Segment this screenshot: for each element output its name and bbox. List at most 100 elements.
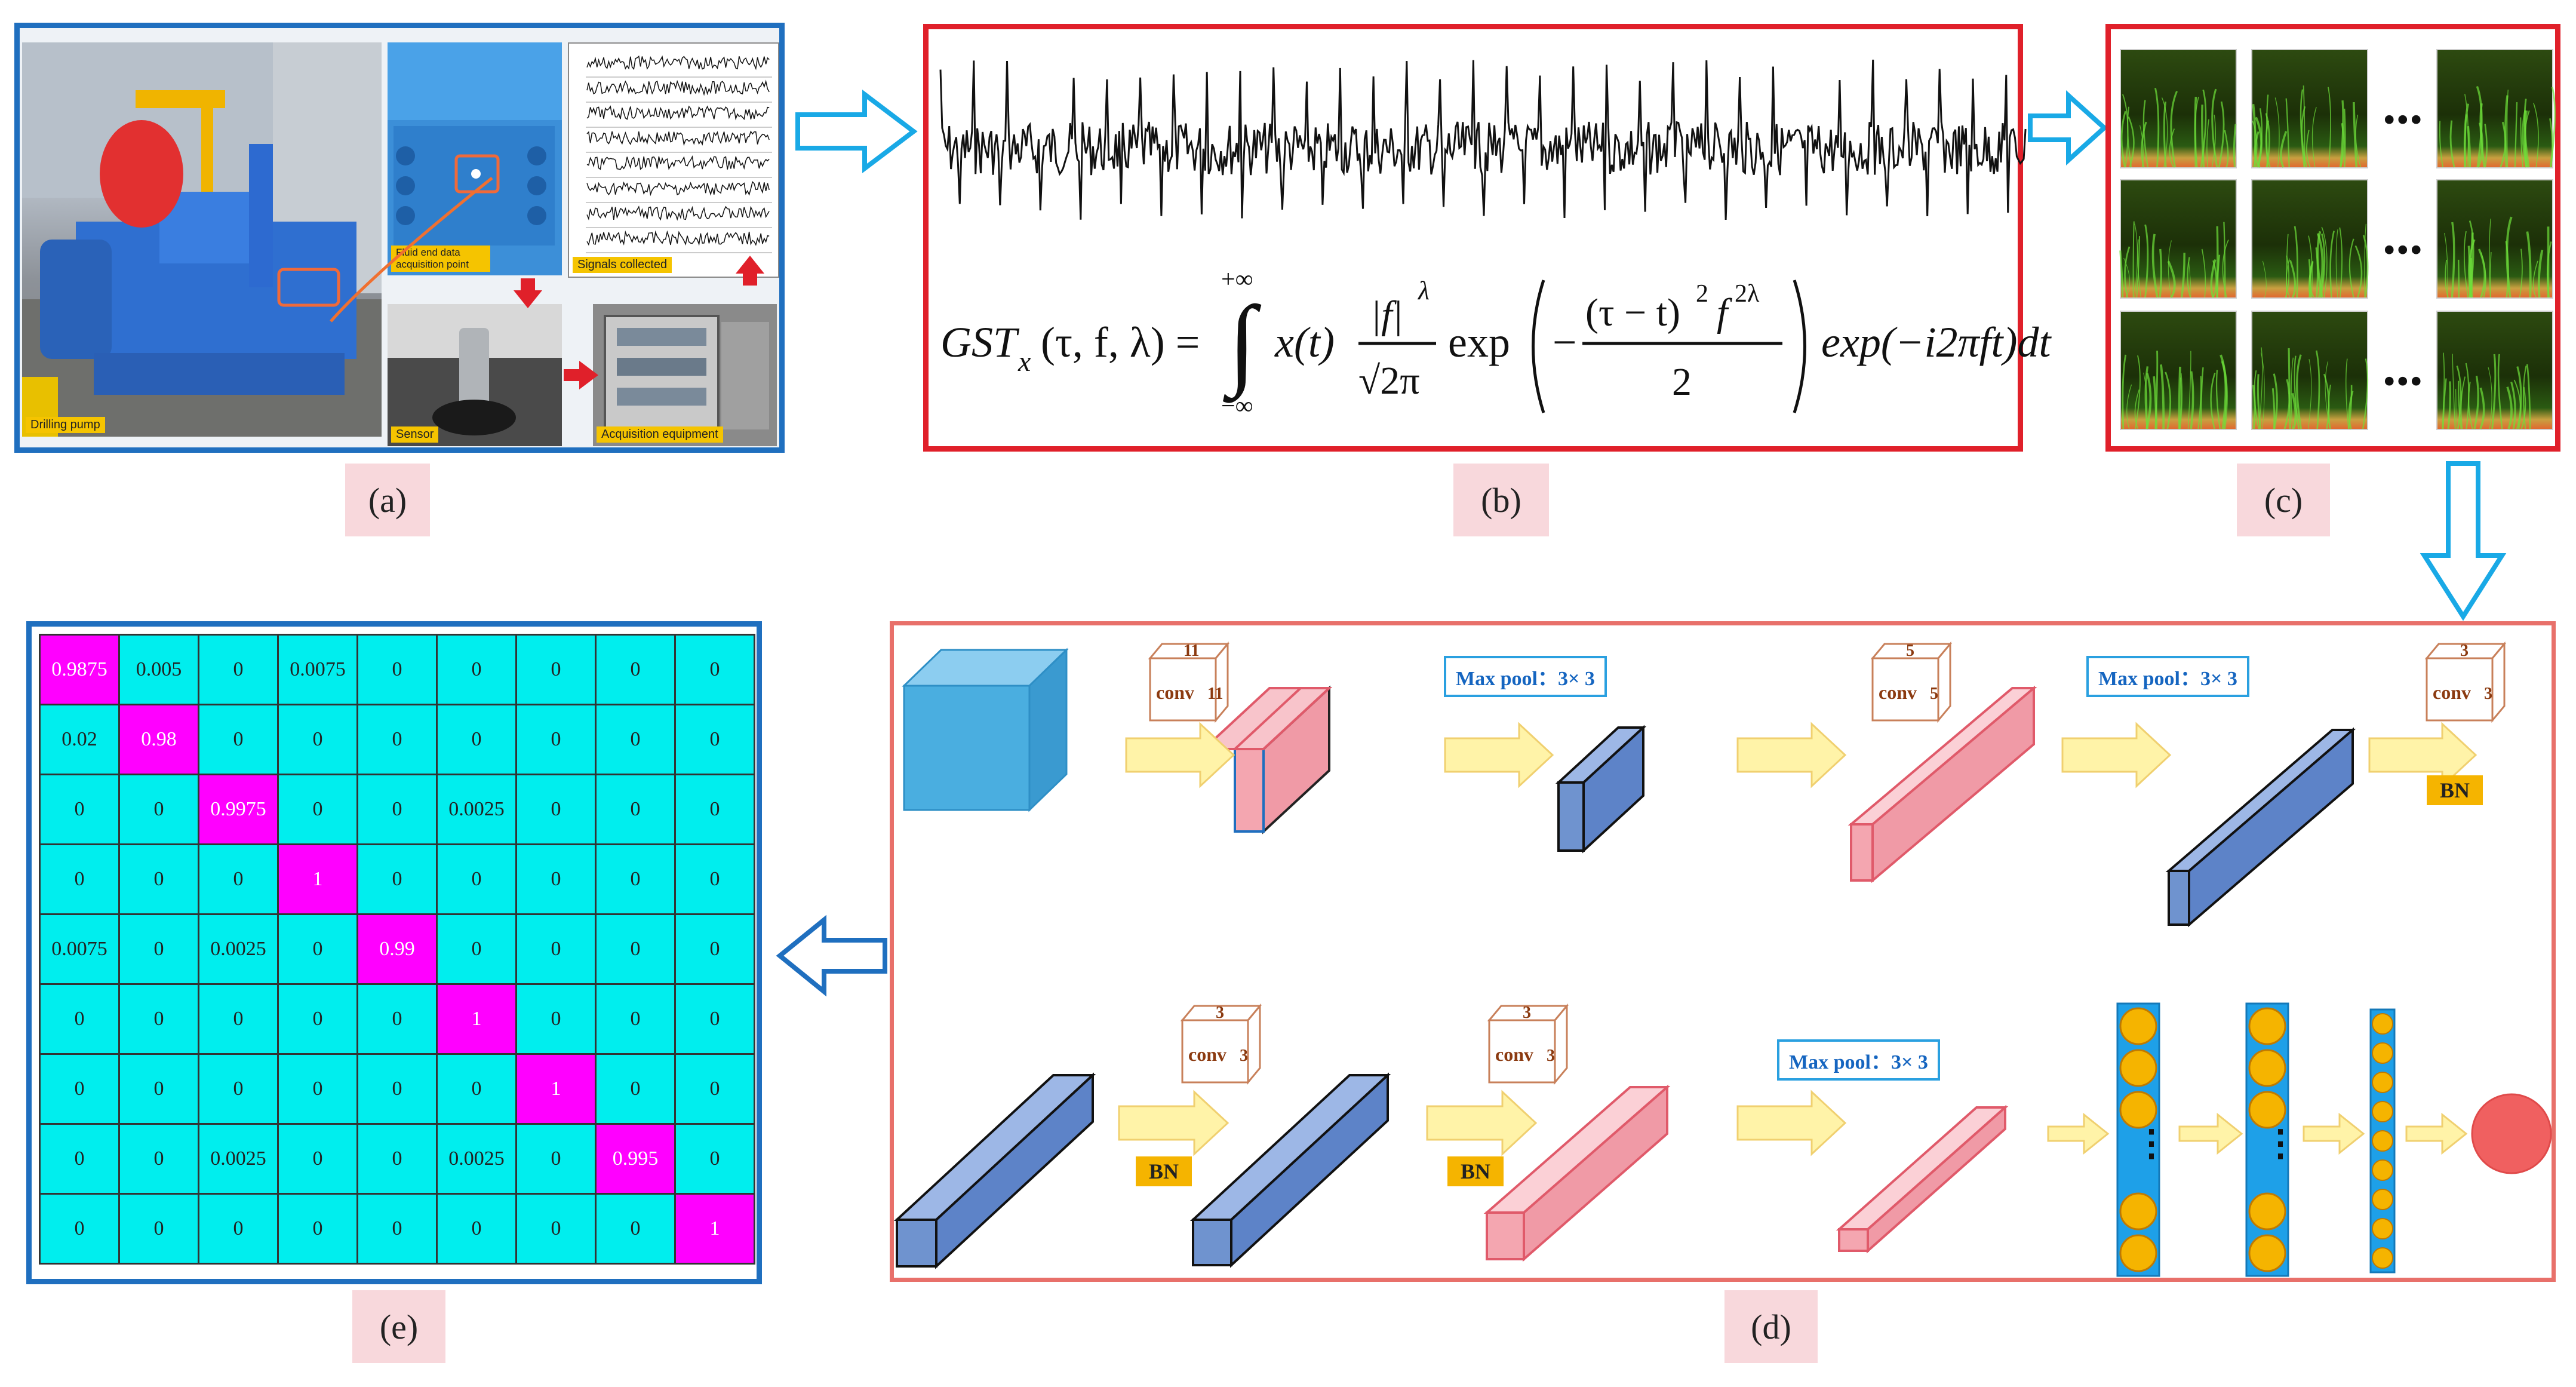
spectral-streak [2307,359,2312,429]
matrix-cell: 0 [39,1193,120,1265]
spectral-streak [2514,102,2518,168]
channel-trace [586,155,770,170]
integral-sign: ∫ [1222,286,1262,403]
arrow-d-to-e [776,915,887,997]
spectral-streak [2262,260,2267,298]
spectrogram-texture [2262,223,2369,298]
matrix-cell-diagonal: 0.995 [595,1123,676,1195]
flow-arrow [2061,722,2172,788]
channel-trace [586,130,770,146]
spectral-streak [2223,222,2226,298]
matrix-cell: 0 [595,704,676,775]
matrix-cell: 0 [39,1123,120,1195]
spectrogram-ellipsis: ... [2383,76,2423,135]
flow-arrow [1426,1090,1538,1156]
conv-text: conv [1879,682,1917,703]
drilling-pump-illustration [22,42,382,437]
spectral-streak [2328,87,2331,168]
spectral-streak [2201,105,2205,168]
maxpool-label-3: Max pool：3× 3 [1777,1039,1940,1081]
spectral-streak [2144,224,2149,298]
spectral-streak [2134,223,2138,298]
spectral-streak [2136,236,2140,298]
spectrogram-thumbnail [2251,311,2369,430]
spectral-streak [2233,124,2237,168]
spectral-streak [2315,350,2320,429]
spectral-streak [2500,121,2507,168]
spectral-streak [2442,378,2447,429]
fc-neuron [2248,1091,2286,1129]
fc-neuron [2372,1130,2393,1152]
matrix-cell: 0 [595,843,676,915]
matrix-cell: 0 [515,1193,597,1265]
matrix-cell: 0 [674,1123,755,1195]
spectral-streak [2170,91,2178,168]
spectrogram-texture [2252,347,2369,429]
fc-neuron [2248,1192,2286,1230]
spectral-streak [2520,117,2523,168]
spectral-streak [2285,98,2290,168]
flow-arrow [1444,722,1554,788]
spectral-streak [2449,120,2455,168]
kernel-size-top: 3 [1523,1004,1531,1022]
spectral-streak [2212,260,2217,298]
spectral-streak [2321,226,2328,298]
spectral-streak [2134,389,2140,429]
fc-neuron [2119,1192,2157,1230]
spectral-streak [2362,358,2369,429]
spectral-streak [2180,373,2183,429]
spectral-streak [2484,124,2488,168]
spectral-streak [2218,101,2225,168]
spectral-streak [2154,88,2160,168]
spectral-streak [2456,366,2462,429]
matrix-cell: 0 [674,983,755,1055]
sensor-illustration [388,304,562,446]
sensor-label: Sensor [391,426,439,443]
fc-ellipsis: ⋮ [2134,1124,2169,1163]
spectral-streak [2286,234,2289,298]
spectral-streak [2447,381,2451,429]
spectral-streak [2291,392,2297,429]
matrix-cell-diagonal: 0.99 [356,913,438,985]
matrix-cell-diagonal: 1 [436,983,517,1055]
fc-neuron [2372,1189,2393,1210]
fluid-end-photo: Fluid end data acquisition point [388,42,562,275]
matrix-cell: 0 [39,983,120,1055]
spectral-streak [2308,259,2311,298]
spectrogram-texture [2439,85,2556,168]
spectral-streak [2489,252,2492,298]
spectral-streak [2522,366,2527,429]
matrix-cell: 0 [198,843,279,915]
spectral-streak [2187,351,2191,429]
spectral-streak [2271,388,2276,429]
gst-formula-svg: GST x (τ, f, λ) = ∫ +∞ −∞ x(t) |f| λ √2π… [940,266,2052,420]
spectral-streak [2126,384,2132,429]
formula-lower: −∞ [1221,392,1253,420]
arrow-b-to-c [2028,90,2108,165]
kernel-size-top: 3 [2460,642,2469,660]
spectrogram-texture [2122,351,2228,429]
gst-formula: GST x (τ, f, λ) = ∫ +∞ −∞ x(t) |f| λ √2π… [940,256,2052,435]
spectral-streak [2516,366,2522,429]
formula-frac-num: |f| [1370,293,1403,337]
spectral-streak [2137,239,2142,298]
signal-trace [939,59,2027,220]
spectral-streak [2473,375,2479,429]
kernel-size-side: 11 [1207,685,1223,703]
spectral-streak [2347,385,2353,429]
spectral-streak [2523,110,2528,168]
spectral-streak [2254,370,2260,429]
formula-exp-num-f-exp: 2λ [1735,280,1760,308]
spectrogram-thumbnail [2119,179,2237,299]
spectral-streak [2315,247,2319,298]
flow-arrows [1118,722,2477,1156]
fc-neuron [2372,1159,2393,1181]
conv-block-4 [1189,1072,1391,1268]
spectral-streak [2294,226,2298,298]
panel-b: GST x (τ, f, λ) = ∫ +∞ −∞ x(t) |f| λ √2π… [923,24,2052,452]
spectral-streak [2180,253,2185,298]
kernel-size-side: 5 [1930,685,1938,703]
matrix-cell: 0 [198,704,279,775]
